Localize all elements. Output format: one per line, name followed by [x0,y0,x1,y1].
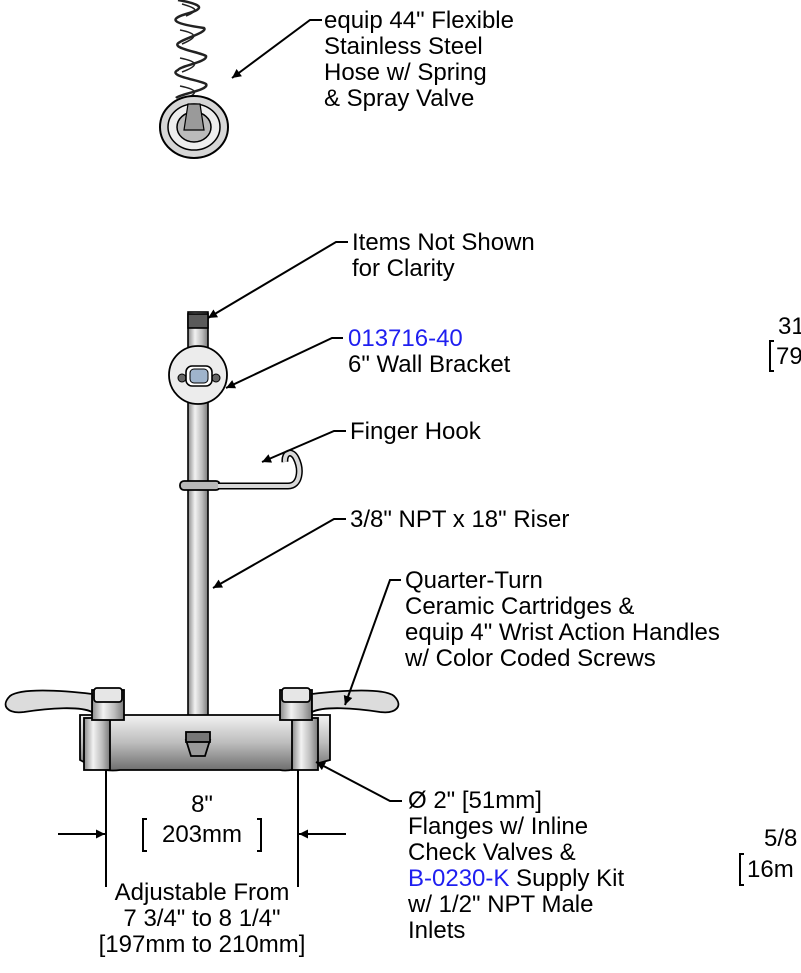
wrist-handles [4,687,400,714]
hose-spring-illustration [174,0,208,101]
leader-bracket [225,337,343,389]
leader-flanges [315,761,402,802]
adjustable-line-1: Adjustable From [114,879,290,906]
flanges-callout: Ø 2" [51mm] Flanges w/ Inline Check Valv… [408,788,624,944]
adjustable-line-3: [197mm to 210mm] [98,931,306,958]
flanges-line-6: Inlets [408,917,466,944]
bracket-description: 6" Wall Bracket [348,351,511,378]
leader-finger-hook [261,430,346,463]
width-mm-label: 203mm [161,821,243,848]
leader-items-not-shown [207,241,348,319]
items-not-shown-line-2: for Clarity [352,255,455,282]
handles-line-3: equip 4" Wrist Action Handles [405,619,720,646]
riser-pipe [187,311,209,743]
bracket-callout: 013716-40 6" Wall Bracket [348,326,510,378]
finger-hook-callout: Finger Hook [350,418,481,445]
handles-line-4: w/ Color Coded Screws [405,645,656,672]
right-top-partial-2: 79 [776,343,801,370]
spray-valve-illustration [159,95,229,159]
items-not-shown-callout: Items Not Shown for Clarity [352,230,535,282]
flanges-line-4: B-0230-K Supply Kit [408,866,624,892]
hose-callout-line-1: equip 44" Flexible [324,7,514,34]
items-not-shown-line-1: Items Not Shown [352,229,535,256]
handles-line-1: Quarter-Turn [405,567,543,594]
leader-handles [343,579,401,706]
handles-line-2: Ceramic Cartridges & [405,593,635,620]
right-bottom-partial-2: 16m [747,856,794,883]
supply-kit-text: Supply Kit [509,865,625,892]
wall-bracket [168,345,228,405]
width-dimension [58,770,346,887]
right-partial-brackets [739,340,774,886]
leader-hose [231,19,322,79]
hose-callout: equip 44" Flexible Stainless Steel Hose … [324,8,514,112]
leader-lines [207,19,402,802]
bracket-part-link[interactable]: 013716-40 [348,325,463,352]
adjustable-range-label: Adjustable From 7 3/4" to 8 1/4" [197mm … [62,880,342,958]
flanges-line-3: Check Valves & [408,839,576,866]
finger-hook [179,449,303,491]
faucet-body [79,689,331,772]
flanges-line-2: Flanges w/ Inline [408,813,589,840]
hose-callout-line-3: Hose w/ Spring [324,59,487,86]
flanges-line-1: Ø 2" [51mm] [408,787,542,814]
handles-callout: Quarter-Turn Ceramic Cartridges & equip … [405,568,720,672]
adjustable-line-2: 7 3/4" to 8 1/4" [123,905,281,932]
right-bottom-partial-1: 5/8 [764,825,798,852]
width-inches-label: 8" [191,791,213,818]
riser-callout: 3/8" NPT x 18" Riser [350,506,570,533]
right-top-partial-1: 31 [778,313,801,340]
leader-riser [212,518,346,589]
supply-kit-link[interactable]: B-0230-K [408,865,510,892]
flanges-line-5: w/ 1/2" NPT Male [408,891,594,918]
hose-callout-line-2: Stainless Steel [324,33,483,60]
hose-callout-line-4: & Spray Valve [324,85,475,112]
